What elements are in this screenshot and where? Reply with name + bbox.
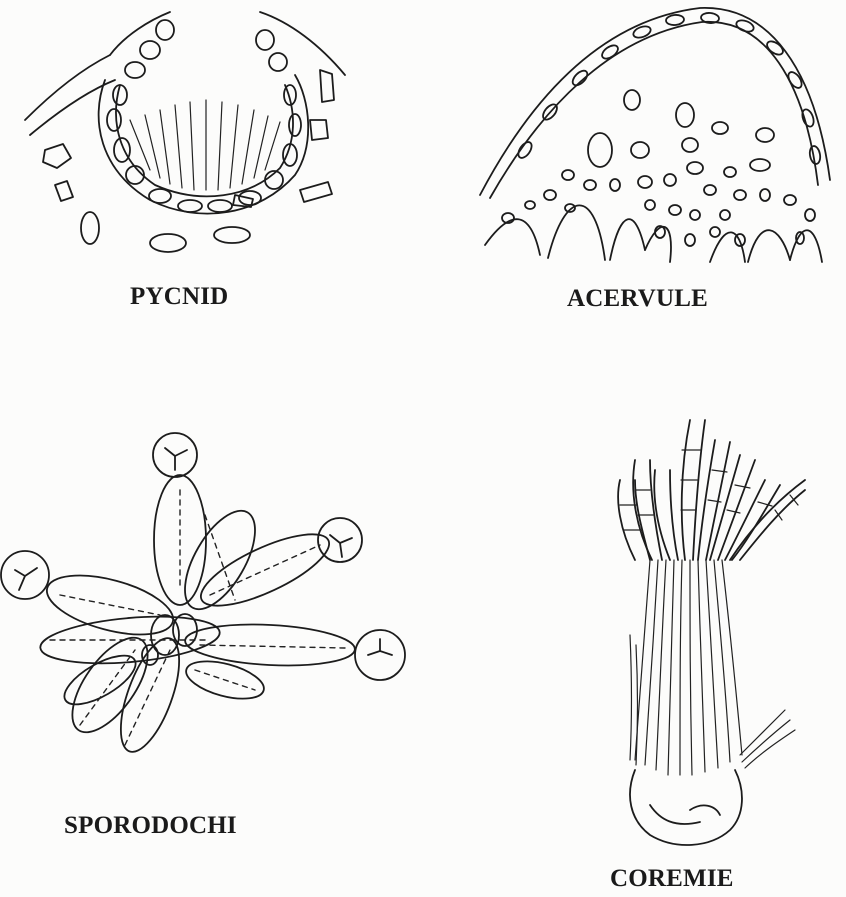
acervule-illustration	[470, 0, 846, 275]
pycnid-label: PYCNID	[130, 283, 228, 311]
pycnid-illustration	[10, 0, 370, 260]
sporodochi-drawing	[0, 430, 420, 770]
coremie-drawing	[590, 410, 820, 850]
sporodochi-illustration	[0, 430, 420, 770]
coremie-illustration	[590, 410, 820, 850]
pycnid-drawing	[10, 0, 370, 260]
coremie-label: COREMIE	[610, 865, 734, 893]
sporodochi-label: SPORODOCHI	[64, 812, 237, 840]
acervule-drawing	[470, 0, 846, 275]
acervule-label: ACERVULE	[567, 285, 708, 313]
